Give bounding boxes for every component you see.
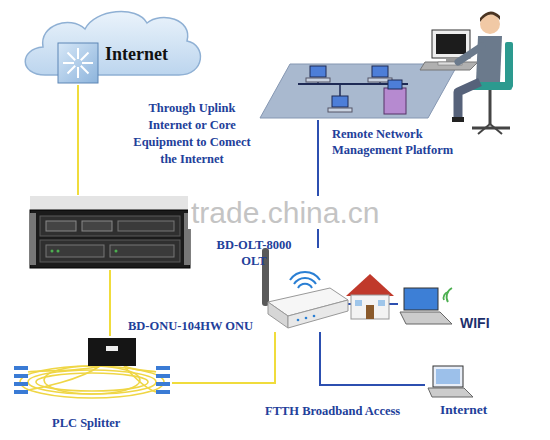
uplink-fiber (77, 85, 79, 195)
splitter-illustration (20, 366, 164, 398)
pon-fiber (109, 270, 111, 336)
device-label: Internet (105, 43, 168, 66)
device-label: PLC Splitter (52, 415, 120, 431)
lan-link (320, 332, 425, 385)
device-label: BD-ONU-104HW ONU (128, 318, 253, 334)
uplink-note: Through Uplink Internet or Core Equipmen… (128, 100, 256, 168)
splitter-body (14, 338, 170, 394)
house-illustration (346, 274, 394, 319)
internet-laptop: Internet (425, 365, 480, 397)
device-label: Internet (440, 401, 487, 419)
watermark: trade.china.cn (188, 196, 382, 229)
operator-illustration (420, 11, 513, 134)
access-note: FTTH Broadband Access (265, 404, 400, 419)
router-illustration (262, 248, 348, 328)
drop-fiber (172, 332, 275, 383)
olt-device: BD-OLT-8000 OLT (30, 195, 190, 270)
wifi-laptop: WIFI (398, 286, 456, 326)
platform-illustration (260, 64, 458, 118)
plc-splitter: PLC Splitter (10, 336, 172, 406)
device-label: WIFI (460, 314, 490, 332)
internet-cloud: Internet (15, 5, 205, 85)
wifi-laptop-illustration (400, 288, 452, 324)
internet-laptop-illustration (428, 366, 473, 397)
management-platform: Remote Network Management Platform (252, 62, 457, 120)
onu-router: BD-ONU-104HW ONU (262, 248, 347, 332)
device-label: BD-OLT-8000 OLT (208, 237, 300, 270)
device-label: Remote Network Management Platform (332, 126, 472, 159)
olt-illustration (30, 196, 190, 268)
